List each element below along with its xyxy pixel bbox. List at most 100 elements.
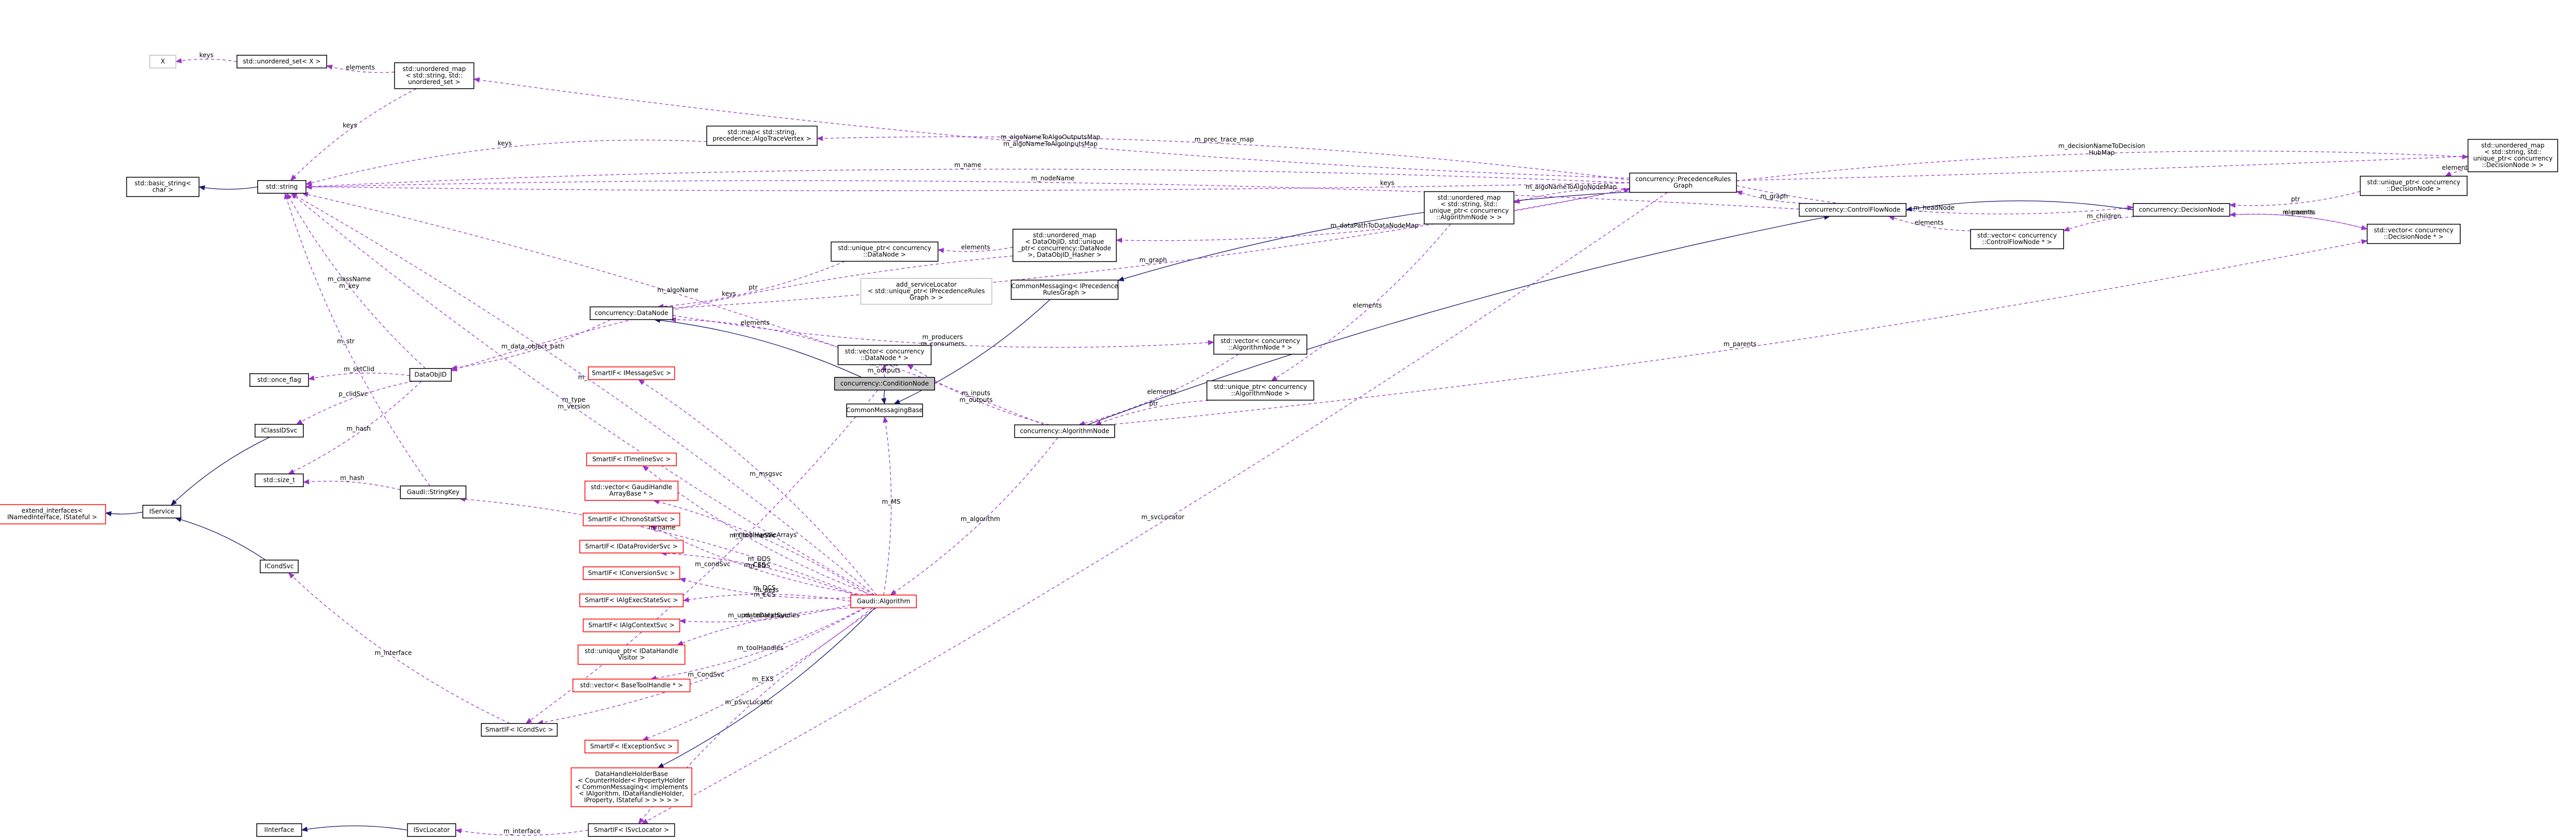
node-box: [149, 55, 176, 68]
class-node-vec-decnode[interactable]: std::vector< concurrency::DecisionNode *…: [2367, 223, 2461, 244]
node-box: [577, 644, 686, 665]
class-node-sif-dataprov[interactable]: SmartIF< IDataProviderSvc >: [579, 540, 684, 553]
edge-label: m_condSvc: [695, 560, 731, 567]
class-node-string[interactable]: std::string: [257, 180, 307, 194]
class-node-sif-conversion[interactable]: SmartIF< IConversionSvc >: [582, 566, 681, 580]
class-node-uptr-decnode[interactable]: std::unique_ptr< concurrency::DecisionNo…: [2359, 175, 2468, 196]
node-box: [585, 740, 678, 753]
class-node-sif-algexec[interactable]: SmartIF< IAlgExecStateSvc >: [579, 594, 684, 607]
class-node-sif-algcontext[interactable]: SmartIF< IAlgContextSvc >: [582, 619, 681, 632]
class-node-algnode[interactable]: concurrency::AlgorithmNode: [1014, 424, 1115, 438]
class-node-vec-algnode[interactable]: std::vector< concurrency::AlgorithmNode …: [1213, 334, 1307, 355]
class-node-interface[interactable]: IInterface: [256, 823, 302, 837]
class-node-map-algo[interactable]: std::map< std::string,precedence::AlgoTr…: [706, 125, 818, 146]
node-box: [570, 767, 693, 807]
class-node-cmbase[interactable]: CommonMessagingBase: [846, 404, 923, 417]
node-label-line: IClassIDSvc: [261, 427, 297, 434]
edge-line: [816, 136, 1630, 181]
edge-line: [291, 193, 875, 596]
node-label-line: std::unordered_set< X >: [243, 57, 321, 65]
edge-label: m_graph: [1139, 256, 1167, 264]
edge-line: [882, 416, 892, 595]
node-label-line: std::unordered_map: [402, 65, 466, 73]
class-node-size-t[interactable]: std::size_t: [254, 474, 304, 487]
edge-umap-dataobj-to-dataobjid: [450, 255, 1013, 372]
node-label-line: SmartIF< ISvcLocator >: [594, 826, 669, 833]
edge-line: [1513, 188, 1630, 204]
class-node-basic-string[interactable]: std::basic_string<char >: [126, 176, 200, 197]
class-node-uset[interactable]: std::unordered_set< X >: [236, 55, 327, 68]
node-label-line: std::vector< concurrency: [1221, 337, 1300, 345]
class-node-vec-basetool[interactable]: std::vector< BaseToolHandle * >: [572, 679, 691, 692]
class-node-svclocator-stub[interactable]: add_serviceLocator< std::unique_ptr< IPr…: [860, 278, 993, 305]
class-node-once-flag[interactable]: std::once_flag: [249, 373, 309, 387]
class-node-iclassidsvc[interactable]: IClassIDSvc: [254, 424, 304, 437]
edge-line: [296, 381, 413, 425]
node-label-line: ::ControlFlowNode * >: [1982, 239, 2052, 246]
edge-label: m_algoNameToAlgoOutputsMap: [1000, 133, 1100, 140]
class-node-umap-dataobj[interactable]: std::unordered_map< DataObjID, std::uniq…: [1012, 229, 1117, 262]
node-box: [409, 368, 452, 382]
class-node-uptr-algnode[interactable]: std::unique_ptr< concurrency::AlgorithmN…: [1206, 380, 1315, 401]
node-label-line: X: [161, 57, 165, 65]
node-box: [254, 424, 304, 437]
edge-label: m_CSS: [744, 561, 766, 569]
edge-algorithm-to-dhhb: [657, 607, 875, 768]
edge-label: ptr: [1149, 400, 1158, 407]
node-label-line: SmartIF< IDataProviderSvc >: [585, 542, 677, 550]
class-node-stringkey[interactable]: Gaudi::StringKey: [400, 486, 467, 499]
class-node-dataobjid[interactable]: DataObjID: [409, 368, 452, 382]
class-node-sif-condsvc[interactable]: SmartIF< ICondSvc >: [481, 723, 558, 737]
node-label-line: ::AlgorithmNode >: [1231, 390, 1290, 397]
class-node-sif-svclocator[interactable]: SmartIF< ISvcLocator >: [588, 823, 675, 837]
class-node-vec-datanode[interactable]: std::vector< concurrency::DataNode * >: [838, 345, 932, 365]
class-node-sif-timeline[interactable]: SmartIF< ITimelineSvc >: [586, 453, 677, 466]
class-node-datanode[interactable]: concurrency::DataNode: [589, 306, 674, 320]
edge-algorithm-to-sif-conversion: [679, 577, 851, 599]
node-box: [400, 486, 467, 499]
node-box: [846, 404, 923, 417]
node-label-line: < std::string, std::: [406, 72, 462, 79]
class-node-uptr-datanode[interactable]: std::unique_ptr< concurrency::DataNode >: [830, 241, 939, 262]
class-node-isvclocator[interactable]: ISvcLocator: [407, 823, 457, 837]
class-node-X[interactable]: X: [149, 55, 176, 68]
edge-line: [288, 572, 510, 724]
edge-map-algo-to-string: [305, 139, 707, 186]
class-node-umap-algnode[interactable]: std::unordered_map< std::string, std::un…: [1424, 191, 1514, 224]
edge-uptr-datanode-to-datanode: [657, 261, 845, 309]
node-label-line: ::DecisionNode > >: [2482, 161, 2544, 169]
node-box: [254, 474, 304, 487]
class-node-sif-msgsvc[interactable]: SmartIF< IMessageSvc >: [588, 366, 675, 380]
class-node-icondsvc[interactable]: ICondSvc: [259, 560, 299, 573]
class-node-extend-ifaces[interactable]: extend_interfaces<INamedInterface, IStat…: [0, 504, 106, 525]
edge-label: m_setClid: [344, 365, 375, 373]
class-node-umap-str[interactable]: std::unordered_map< std::string, std::un…: [394, 62, 474, 89]
edge-line: [198, 185, 258, 191]
node-label-line: < DataObjID, std::unique: [1025, 238, 1104, 245]
class-node-cfnode[interactable]: concurrency::ControlFlowNode: [1798, 203, 1907, 217]
edge-line: [641, 192, 1668, 824]
class-node-algorithm[interactable]: Gaudi::Algorithm: [850, 595, 917, 608]
edge-label: m_interface: [504, 827, 541, 835]
node-box: [1424, 191, 1514, 224]
class-node-iservice[interactable]: IService: [142, 505, 182, 518]
edge-algnode-to-vec-datanode: [907, 364, 1050, 425]
class-node-conditionnode[interactable]: concurrency::ConditionNode: [834, 377, 935, 391]
edge-label: m_msgsvc: [749, 470, 782, 477]
node-box: [1970, 229, 2064, 250]
class-node-umap-decnode[interactable]: std::unordered_map< std::string, std::un…: [2467, 139, 2558, 172]
node-box: [2467, 139, 2558, 172]
class-node-dhhb[interactable]: DataHandleHolderBase< CounterHolder< Pro…: [570, 767, 693, 807]
class-node-vec-cfnode[interactable]: std::vector< concurrency::ControlFlowNod…: [1970, 229, 2064, 250]
node-label-line: < std::unique_ptr< IPrecedenceRules: [868, 287, 985, 294]
edge-line: [676, 607, 854, 646]
class-node-sif-exception[interactable]: SmartIF< IExceptionSvc >: [585, 740, 678, 753]
class-node-decnode[interactable]: concurrency::DecisionNode: [2132, 203, 2231, 217]
node-label-line: unique_ptr< concurrency: [1429, 207, 1509, 215]
class-node-sif-chrono[interactable]: SmartIF< IChronoStatSvc >: [582, 513, 681, 526]
edge-label: m_dataPathToDataNodeMap: [1330, 222, 1418, 229]
